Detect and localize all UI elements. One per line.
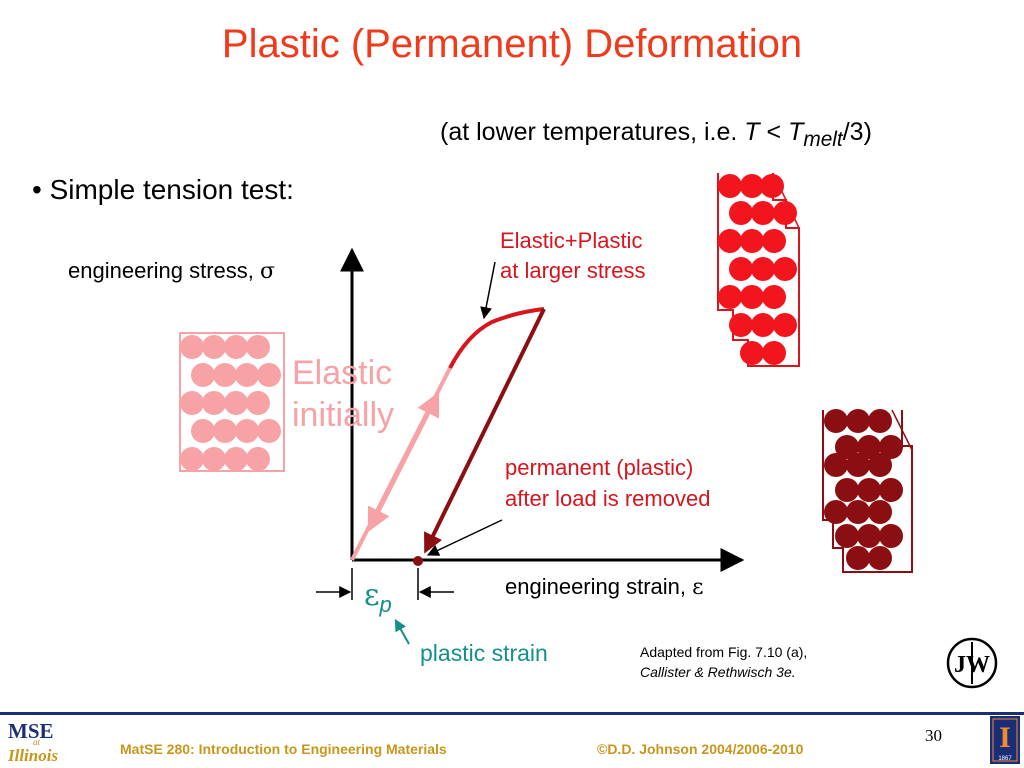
page-number: 30 (925, 726, 942, 745)
elastic-plastic-pointer (480, 261, 496, 320)
course-name: MatSE 280: Introduction to Engineering M… (120, 741, 447, 757)
elastic-plastic-line2: at larger stress (500, 258, 646, 283)
plastic-curve (448, 307, 545, 369)
elastic-plastic-line1: Elastic+Plastic (500, 228, 643, 253)
epsilon-symbol: ε (692, 575, 704, 600)
unloading-line (424, 308, 546, 554)
logo-bottom-text: Illinois (7, 746, 58, 765)
elastic-plastic-label: Elastic+Plastic at larger stress (500, 226, 646, 286)
plastic-strain-symbol: εp (364, 578, 392, 618)
sigma-symbol: σ (260, 259, 276, 284)
atoms-loaded (717, 172, 800, 367)
copyright: ©D.D. Johnson 2004/2006-2010 (597, 741, 804, 757)
slide-title: Plastic (Permanent) Deformation (221, 22, 803, 66)
permanent-pointer (426, 519, 503, 556)
eps-symbol: ε (364, 578, 380, 613)
melt-subscript: melt (803, 128, 843, 151)
bullet-point: • Simple tension test: (32, 174, 294, 205)
residual-strain-point (413, 556, 423, 566)
credit-line2: Callister & Rethwisch 3e. (640, 664, 796, 680)
xlabel-text: engineering strain, (505, 574, 693, 599)
year-text: 1867 (998, 756, 1012, 762)
less-than: < (759, 118, 789, 146)
elastic-line2: initially (292, 396, 395, 434)
atoms-permanent (822, 409, 913, 573)
ylabel-text: engineering stress, (68, 258, 260, 283)
permanent-line2: after load is removed (505, 486, 711, 511)
plastic-strain-label: plastic strain (420, 640, 548, 666)
credit-line1: Adapted from Fig. 7.10 (a), (640, 644, 808, 660)
elastic-double-arrow (367, 391, 440, 533)
logo-top-text: MSE (8, 719, 54, 743)
elastic-initially-label: Elastic initially (292, 352, 394, 436)
atoms-unloaded (179, 332, 285, 472)
x-axis-label: engineering strain, ε (505, 574, 704, 600)
subtitle-prefix: (at lower temperatures, i.e. (440, 118, 745, 146)
eps-subscript: p (379, 592, 392, 617)
publisher-logo: JW (946, 637, 998, 689)
subtitle-suffix: /3) (842, 118, 872, 146)
illinois-block-i-logo: I 1867 (990, 716, 1020, 764)
figure-credit: Adapted from Fig. 7.10 (a), Callister & … (640, 642, 807, 682)
plastic-strain-pointer (394, 618, 410, 645)
temperature-condition: (at lower temperatures, i.e. T < Tmelt/3… (440, 118, 872, 152)
footer-divider (0, 712, 1024, 715)
logo-at-text: at (33, 737, 41, 747)
mse-illinois-logo: MSE at Illinois (7, 719, 58, 765)
permanent-label: permanent (plastic) after load is remove… (505, 452, 710, 514)
y-axis-label: engineering stress, σ (68, 258, 275, 284)
elastic-line1: Elastic (292, 354, 393, 392)
permanent-line1: permanent (plastic) (505, 455, 694, 480)
t-symbol: T (744, 118, 760, 146)
svg-text:I: I (999, 721, 1011, 754)
tmelt-symbol: T (788, 118, 804, 146)
